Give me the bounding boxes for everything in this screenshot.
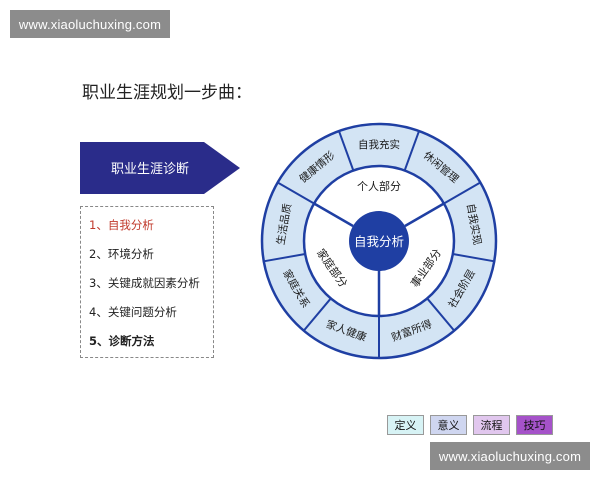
step-list: 1、自我分析 2、环境分析 3、关键成就因素分析 4、关键问题分析 5、诊断方法 <box>80 206 214 358</box>
outer-divider <box>443 181 481 205</box>
step-item: 5、诊断方法 <box>89 334 155 348</box>
watermark-top: www.xiaoluchuxing.com <box>10 10 170 38</box>
outer-divider <box>403 130 420 171</box>
outer-divider <box>263 253 306 263</box>
tag-process[interactable]: 流程 <box>473 415 510 435</box>
inner-divider <box>313 202 354 228</box>
tag-meaning[interactable]: 意义 <box>430 415 467 435</box>
outer-divider <box>452 253 495 263</box>
inner-dividers <box>313 202 445 316</box>
outer-divider <box>338 130 355 171</box>
tag-bar: 定义 意义 流程 技巧 <box>387 415 553 435</box>
step-item: 4、关键问题分析 <box>89 305 177 319</box>
tag-tips[interactable]: 技巧 <box>516 415 553 435</box>
inner-divider <box>404 202 445 228</box>
outer-dividers <box>263 130 495 358</box>
center-label: 自我分析 <box>354 234 404 249</box>
arrow-shape <box>80 142 240 194</box>
arrow-label: 职业生涯诊断 <box>111 162 189 177</box>
center-circle <box>349 211 409 271</box>
watermark-bottom: www.xiaoluchuxing.com <box>430 442 590 470</box>
outer-divider <box>277 181 315 205</box>
outer-divider <box>303 297 332 332</box>
step-item: 1、自我分析 <box>89 218 154 232</box>
inner-label: 个人部分 <box>357 179 401 193</box>
tag-definition[interactable]: 定义 <box>387 415 424 435</box>
outer-divider <box>426 297 455 332</box>
step-item: 2、环境分析 <box>89 247 154 261</box>
diagnosis-arrow: 职业生涯诊断 <box>80 142 240 194</box>
step-item: 3、关键成就因素分析 <box>89 276 200 290</box>
page-title: 职业生涯规划一步曲： <box>82 83 252 103</box>
outer-label: 自我充实 <box>358 138 400 151</box>
